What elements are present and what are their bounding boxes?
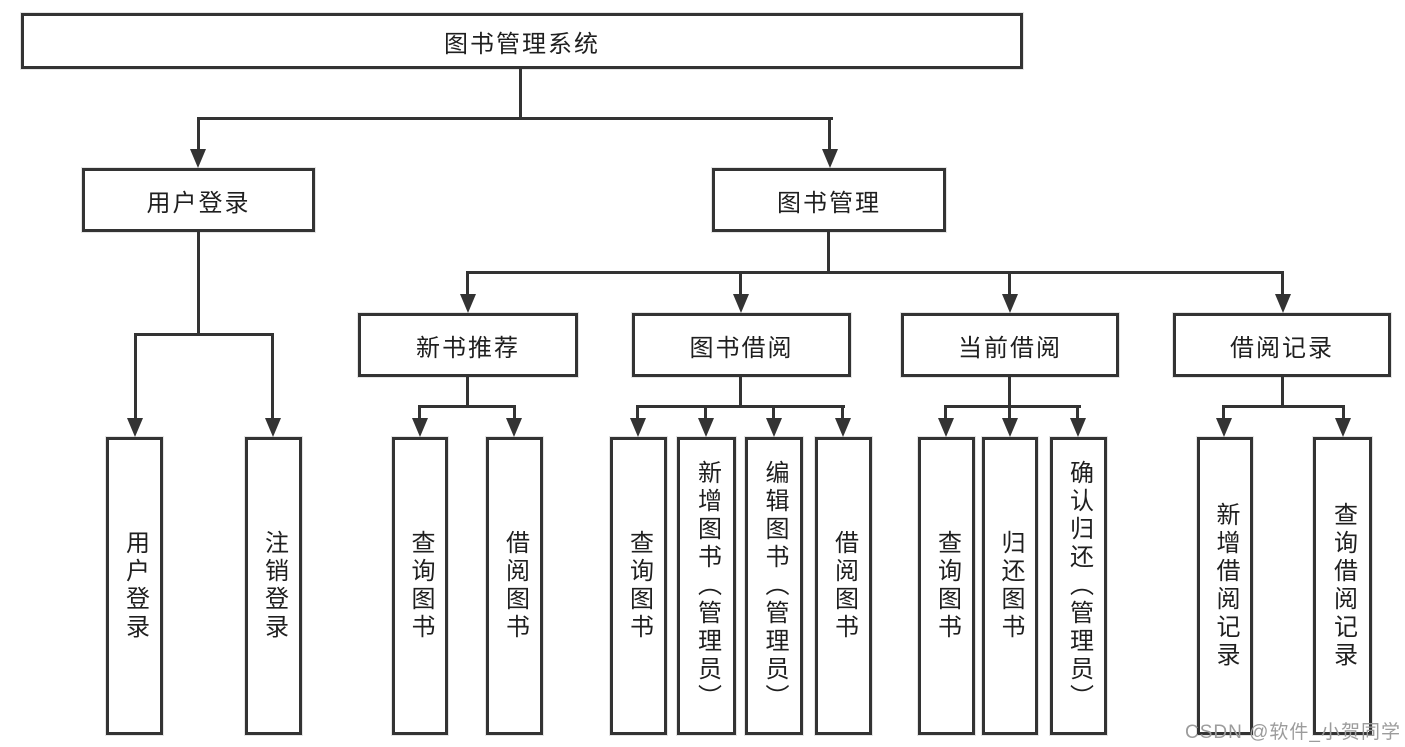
arrowhead-icon <box>938 418 954 437</box>
connector-line <box>704 407 707 421</box>
leaf-borrow-books-2: 借阅图书 <box>815 437 872 735</box>
arrowhead-icon <box>1070 418 1086 437</box>
node-label: 借阅图书 <box>501 530 529 642</box>
connector-line <box>1281 377 1284 407</box>
connector-line <box>828 119 831 153</box>
connector-line <box>418 407 421 421</box>
leaf-query-books-3: 查询图书 <box>918 437 975 735</box>
connector-line <box>466 273 469 297</box>
connector-line <box>197 117 833 120</box>
csdn-watermark: CSDN @软件_小贺同学 <box>1185 722 1401 743</box>
node-label: 图书借阅 <box>689 334 794 362</box>
connector-line <box>1342 407 1345 421</box>
node-current-borrow: 当前借阅 <box>901 313 1119 377</box>
connector-line <box>197 119 200 153</box>
connector-line <box>519 69 522 119</box>
node-label: 查询图书 <box>625 530 653 642</box>
leaf-query-books-2: 查询图书 <box>610 437 667 735</box>
connector-line <box>513 407 516 421</box>
arrowhead-icon <box>1216 418 1232 437</box>
connector-line <box>466 271 1284 274</box>
node-library-management-system: 图书管理系统 <box>21 13 1023 69</box>
node-label: 图书管理系统 <box>444 30 600 58</box>
arrowhead-icon <box>1275 294 1291 313</box>
arrowhead-icon <box>733 294 749 313</box>
connector-line <box>739 377 742 407</box>
arrowhead-icon <box>835 418 851 437</box>
arrowhead-icon <box>822 149 838 168</box>
leaf-add-borrow-record: 新增借阅记录 <box>1197 437 1253 735</box>
arrowhead-icon <box>506 418 522 437</box>
leaf-query-borrow-record: 查询借阅记录 <box>1313 437 1372 735</box>
connector-line <box>636 407 639 421</box>
connector-line <box>466 377 469 407</box>
node-label: 查询借阅记录 <box>1329 502 1357 670</box>
arrowhead-icon <box>460 294 476 313</box>
node-label: 查询图书 <box>933 530 961 642</box>
arrowhead-icon <box>1335 418 1351 437</box>
arrowhead-icon <box>766 418 782 437</box>
node-label: 借阅图书 <box>830 530 858 642</box>
leaf-edit-books-admin: 编辑图书（管理员） <box>745 437 803 735</box>
node-label: 当前借阅 <box>958 334 1062 362</box>
arrowhead-icon <box>190 149 206 168</box>
leaf-user-login: 用户登录 <box>106 437 163 735</box>
leaf-return-books: 归还图书 <box>982 437 1038 735</box>
arrowhead-icon <box>1002 418 1018 437</box>
leaf-logout: 注销登录 <box>245 437 302 735</box>
connector-line <box>1222 407 1225 421</box>
connector-line <box>944 405 1081 408</box>
node-label: 注销登录 <box>260 530 288 642</box>
node-label: 借阅记录 <box>1230 334 1334 362</box>
connector-line <box>418 405 516 408</box>
node-book-management: 图书管理 <box>712 168 946 232</box>
arrowhead-icon <box>1002 294 1018 313</box>
connector-line <box>1281 273 1284 297</box>
node-new-book-recommend: 新书推荐 <box>358 313 578 377</box>
node-borrow-records: 借阅记录 <box>1173 313 1391 377</box>
connector-line <box>772 407 775 421</box>
connector-line <box>944 407 947 421</box>
node-book-borrow: 图书借阅 <box>632 313 851 377</box>
connector-line <box>1008 273 1011 297</box>
node-label: 归还图书 <box>997 530 1024 642</box>
node-label: 新增图书（管理员） <box>693 460 721 712</box>
node-label: 新增借阅记录 <box>1212 502 1239 670</box>
node-label: 图书管理 <box>777 189 881 217</box>
connector-line <box>739 273 742 297</box>
connector-line <box>197 232 200 335</box>
node-label: 编辑图书（管理员） <box>761 460 788 712</box>
arrowhead-icon <box>265 418 281 437</box>
connector-line <box>271 335 274 421</box>
leaf-borrow-books-1: 借阅图书 <box>486 437 543 735</box>
node-label: 新书推荐 <box>416 334 520 362</box>
connector-line <box>134 333 274 336</box>
connector-line <box>1076 407 1079 421</box>
connector-line <box>134 335 137 421</box>
connector-line <box>636 405 845 408</box>
connector-line <box>1008 377 1011 407</box>
arrowhead-icon <box>630 418 646 437</box>
leaf-query-books-1: 查询图书 <box>392 437 448 735</box>
connector-line <box>827 232 830 273</box>
connector-line <box>1222 405 1345 408</box>
node-label: 确认归还（管理员） <box>1065 460 1093 712</box>
leaf-add-books-admin: 新增图书（管理员） <box>677 437 736 735</box>
node-label: 用户登录 <box>121 530 149 642</box>
arrowhead-icon <box>412 418 428 437</box>
node-user-login: 用户登录 <box>82 168 315 232</box>
arrowhead-icon <box>698 418 714 437</box>
connector-line <box>1008 407 1011 421</box>
arrowhead-icon <box>127 418 143 437</box>
node-label: 用户登录 <box>146 189 251 217</box>
connector-line <box>841 407 844 421</box>
node-label: 查询图书 <box>407 530 434 642</box>
leaf-confirm-return-admin: 确认归还（管理员） <box>1050 437 1107 735</box>
